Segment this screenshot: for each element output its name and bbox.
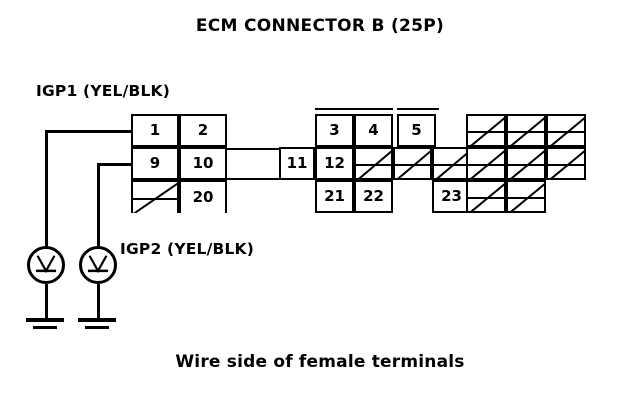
- connector-top-rail-right: [397, 108, 439, 110]
- terminal-cell-unused-r1c2: [506, 114, 546, 147]
- ground-symbol-2-bar1: [78, 318, 116, 322]
- terminal-cell-4[interactable]: 4: [354, 114, 393, 147]
- terminal-cell-3[interactable]: 3: [315, 114, 354, 147]
- terminal-cell-5[interactable]: 5: [397, 114, 436, 147]
- test-light-2-bulb: [79, 246, 117, 284]
- terminal-cell-unused-r2c2: [506, 147, 546, 180]
- page-title: ECM CONNECTOR B (25P): [195, 16, 445, 36]
- figure-caption: Wire side of female terminals: [175, 352, 465, 372]
- wire-igp1-vertical: [45, 130, 48, 246]
- wire-igp1-horizontal: [45, 130, 133, 133]
- terminal-cell-11[interactable]: 11: [279, 147, 315, 180]
- terminal-cell-unused-r3c2: [506, 180, 546, 213]
- terminal-cell-unused-r1c1: [466, 114, 506, 147]
- ground-symbol-2-bar2: [85, 326, 109, 329]
- terminal-cell-12[interactable]: 12: [315, 147, 354, 180]
- terminal-cell-20[interactable]: 20: [179, 180, 227, 213]
- label-igp1: IGP1 (YEL/BLK): [36, 82, 171, 100]
- terminal-cell-unused-r2c3: [546, 147, 586, 180]
- test-light-2-ground-lead: [97, 284, 100, 318]
- wire-igp2-horizontal: [97, 163, 133, 166]
- lamp-filament-icon: [35, 255, 57, 274]
- wire-row2-bridge: [225, 148, 281, 150]
- terminal-cell-unused-r3c1: [466, 180, 506, 213]
- terminal-cell-blank-mid-1: [354, 147, 393, 180]
- ground-symbol-1-bar2: [33, 326, 57, 329]
- test-light-1-ground-lead: [45, 284, 48, 318]
- label-igp2: IGP2 (YEL/BLK): [120, 240, 255, 258]
- terminal-cell-23[interactable]: 23: [432, 180, 471, 213]
- wire-igp2-vertical: [97, 163, 100, 246]
- wire-row2-bridge-lower: [225, 178, 281, 180]
- terminal-cell-9[interactable]: 9: [131, 147, 179, 180]
- ground-symbol-1-bar1: [26, 318, 64, 322]
- terminal-cell-2[interactable]: 2: [179, 114, 227, 147]
- terminal-cell-blank-left: [131, 180, 179, 213]
- terminal-cell-22[interactable]: 22: [354, 180, 393, 213]
- test-light-1-bulb: [27, 246, 65, 284]
- connector-top-rail-left: [315, 108, 393, 110]
- terminal-cell-10[interactable]: 10: [179, 147, 227, 180]
- terminal-cell-unused-r1c3: [546, 114, 586, 147]
- terminal-cell-blank-mid-3: [432, 147, 471, 180]
- lamp-filament-icon: [87, 255, 109, 274]
- terminal-cell-unused-r2c1: [466, 147, 506, 180]
- terminal-cell-21[interactable]: 21: [315, 180, 354, 213]
- terminal-cell-1[interactable]: 1: [131, 114, 179, 147]
- terminal-cell-blank-mid-2: [393, 147, 432, 180]
